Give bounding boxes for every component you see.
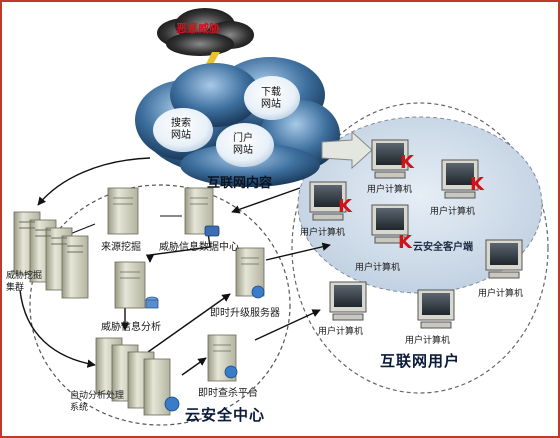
source-mining-server [107, 187, 139, 235]
threat-storm-cloud [157, 8, 254, 90]
user-computer-2 [329, 281, 367, 321]
internet-users-boundary [291, 102, 549, 394]
cloud-to-mining-arrow [37, 157, 151, 206]
scan-to-users-arrow [254, 309, 321, 341]
auto-analysis-servers [95, 337, 180, 416]
user-computer-3 [417, 289, 455, 329]
upgrade-to-clients-arrow [265, 242, 331, 261]
mining-cluster-label: 威胁挖掘 集群 [6, 270, 42, 294]
scan-platform-server [207, 334, 238, 382]
threat-analysis-label: 威胁信息分析 [101, 322, 161, 333]
svg-text:K: K [470, 174, 485, 195]
internet-users-title: 互联网用户 [380, 352, 461, 370]
search-site-line1: 搜索 [171, 118, 191, 129]
client-computer-4-label: 用户计算机 [355, 263, 401, 273]
upgrade-server-label: 即时升级服务器 [210, 308, 280, 319]
mining-to-auto-arrow [19, 289, 96, 368]
threat-label: 恶意威胁 [176, 22, 220, 35]
client-computer-1-label: 用户计算机 [367, 185, 413, 195]
user-computer-3-label: 用户计算机 [405, 336, 451, 346]
mining-cluster-line1: 威胁挖掘 [6, 271, 43, 281]
client-computer-4: K [371, 204, 413, 253]
svg-text:K: K [400, 152, 415, 173]
auto-to-scan-arrow [181, 357, 207, 376]
client-computer-3: K [309, 181, 353, 221]
search-site-line2: 网站 [171, 130, 191, 141]
security-center-title: 云安全中心 [185, 406, 266, 424]
cloud-to-clients-arrow [321, 130, 373, 170]
clients-to-datacenter-arrow [231, 187, 301, 214]
auto-system-line2: 系统 [70, 403, 89, 413]
portal-site-line2: 网站 [233, 145, 253, 156]
client-computer-1: K [371, 139, 415, 179]
internet-content-title: 互联网内容 [207, 176, 273, 191]
cloud-clients-title: 云安全客户端 [413, 242, 473, 253]
auto-system-line1: 自动分析处理 [70, 391, 125, 401]
svg-text:K: K [338, 196, 353, 217]
user-computer-1 [485, 239, 523, 279]
threat-data-center-label: 威胁信息数据中心 [159, 242, 239, 253]
portal-site-label: 门户 网站 [233, 133, 253, 157]
threat-analysis-server [114, 261, 159, 309]
auto-to-upgrade-arrow [147, 293, 231, 353]
internet-user-computers [329, 239, 523, 329]
search-site-puff [153, 108, 213, 152]
portal-site-line1: 门户 [233, 133, 253, 144]
download-site-line1: 下载 [261, 87, 281, 98]
upgrade-server [235, 247, 265, 299]
mining-cluster-servers [13, 211, 89, 299]
flow-arrows [19, 157, 331, 376]
svg-text:K: K [398, 232, 413, 253]
client-computer-3-label: 用户计算机 [300, 228, 346, 238]
download-site-puff [244, 76, 300, 120]
mining-cluster-line2: 集群 [6, 283, 25, 293]
security-center-boundary [29, 184, 291, 426]
threat-data-center-server [184, 187, 220, 237]
portal-site-puff [216, 123, 274, 167]
datacenter-to-analysis-arrow [145, 231, 211, 263]
mining-link-line [69, 223, 96, 235]
source-mining-label: 来源挖掘 [101, 242, 141, 253]
auto-system-label: 自动分析处理 系统 [70, 390, 124, 414]
cloud-client-computers: K K K K [309, 139, 485, 253]
scan-platform-label: 即时查杀平台 [198, 388, 258, 399]
internet-content-cloud [135, 57, 340, 187]
user-computer-1-label: 用户计算机 [478, 289, 524, 299]
client-computer-2-label: 用户计算机 [430, 207, 476, 217]
client-computer-2: K [441, 159, 485, 199]
search-site-label: 搜索 网站 [171, 118, 191, 142]
user-computer-2-label: 用户计算机 [318, 327, 364, 337]
download-site-line2: 网站 [261, 99, 281, 110]
download-site-label: 下载 网站 [261, 87, 281, 111]
